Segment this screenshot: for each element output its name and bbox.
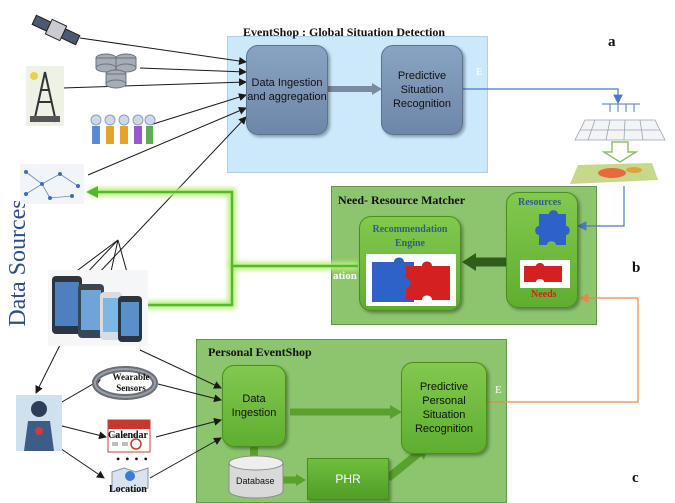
panel-c-title: Personal EventShop <box>208 345 312 359</box>
panel-c-letter: c <box>632 470 639 486</box>
blue-puzzle-icon <box>535 210 570 245</box>
phr-box: PHR <box>307 458 389 500</box>
personal-data-ingestion-box: Data Ingestion <box>222 365 286 447</box>
location-label: Location <box>109 484 147 495</box>
predictive-situation-label: Predictive Situation Recognition <box>392 70 452 110</box>
person-icon <box>16 395 62 451</box>
calendar-label: Calendar <box>108 430 148 441</box>
calendar-ellipsis: • • • • <box>116 452 149 466</box>
panel-c-edge-fragment: E <box>495 384 502 396</box>
database-icon <box>228 455 284 499</box>
social-people-icon <box>90 114 156 144</box>
personal-data-ingestion-label: Data Ingestion <box>231 393 277 419</box>
data-sources-vertical-label: Data Sources <box>5 199 31 327</box>
network-graph-icon <box>20 164 84 204</box>
recommendation-engine-label: Recommendation Engine <box>372 224 448 249</box>
map-graphic <box>570 163 658 184</box>
source-arrows <box>35 37 247 479</box>
calendar-icon <box>107 419 151 453</box>
panel-a-title: EventShop : Global Situation Detection <box>243 25 446 39</box>
sensor-tower-icon <box>26 66 64 126</box>
resources-label: Resources <box>518 197 562 208</box>
panel-b-letter: b <box>632 260 641 276</box>
smartphones-icon <box>48 270 148 346</box>
feedback-arrow <box>86 186 358 309</box>
location-map-icon <box>111 467 149 492</box>
panel-b-title: Need- Resource Matcher <box>338 193 466 207</box>
data-ingestion-aggregation-label: Data Ingestion and aggregation <box>247 77 327 103</box>
predictive-situation-box: Predictive Situation Recognition <box>381 45 463 135</box>
database-stack-icon <box>95 53 137 89</box>
panel-b-side-fragment: ation <box>333 270 357 282</box>
panel-a-letter: a <box>608 34 616 50</box>
personal-situation-box: Predictive Personal Situation Recognitio… <box>401 362 487 454</box>
wearable-band-icon <box>92 366 158 400</box>
red-puzzle-icon <box>520 260 570 288</box>
data-ingestion-aggregation-box: Data Ingestion and aggregation <box>246 45 328 135</box>
resources-needs-box <box>506 192 578 308</box>
wearable-sensors-label: Wearable Sensors <box>112 372 150 393</box>
needs-label: Needs <box>531 289 557 300</box>
panel-a-edge-fragment: E <box>476 66 483 78</box>
satellite-icon <box>31 14 81 46</box>
puzzle-pieces-icon <box>366 254 456 306</box>
database-label: Database <box>236 476 275 486</box>
situation-grid-graphic <box>574 119 666 141</box>
phr-label: PHR <box>335 472 361 486</box>
personal-situation-label: Predictive Personal Situation Recognitio… <box>414 381 474 435</box>
